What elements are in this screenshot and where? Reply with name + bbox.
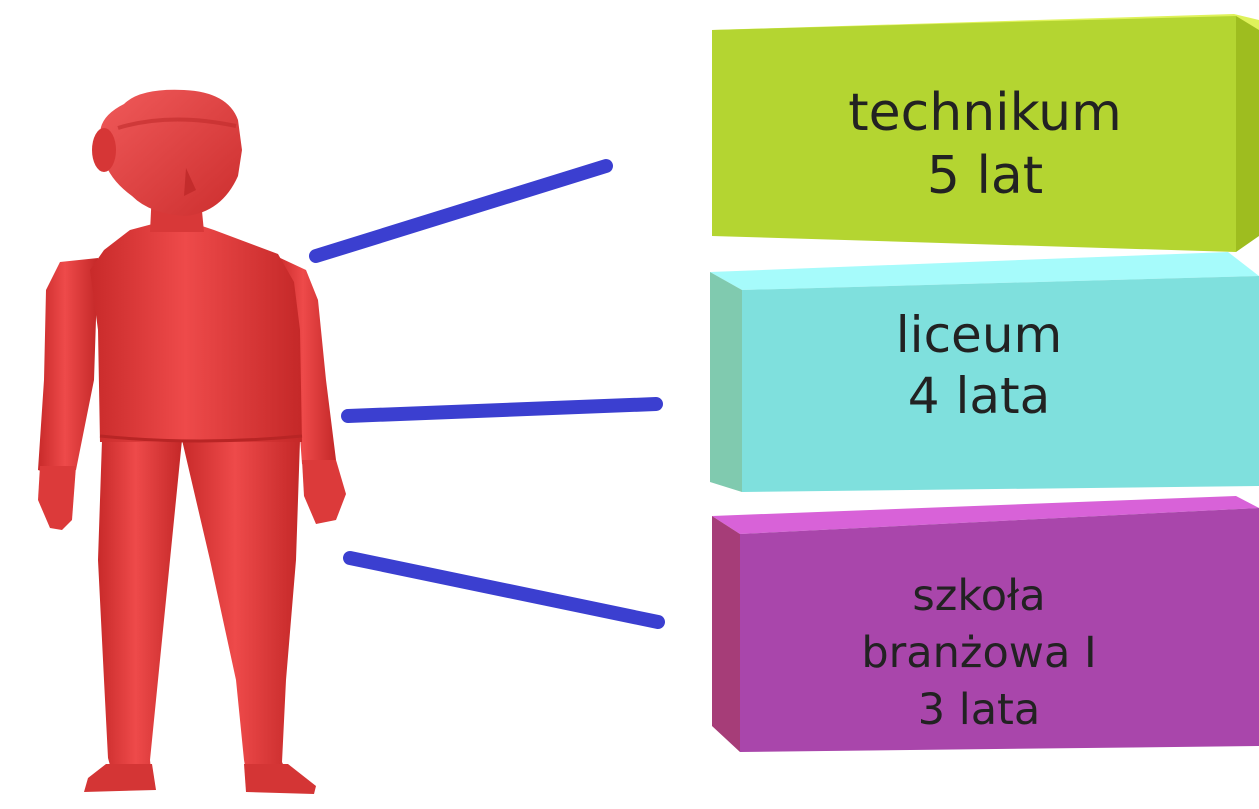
connectors [309, 159, 665, 629]
person-ear [92, 128, 116, 172]
box-liceum-left [710, 272, 742, 492]
box-szkola-front [740, 508, 1259, 752]
person-left-leg [98, 440, 182, 780]
box-szkola-left [712, 516, 740, 752]
box-technikum [712, 14, 1259, 252]
person-right-foot [244, 764, 316, 794]
person-head [100, 89, 242, 216]
person-nose [184, 168, 196, 196]
person-right-leg [182, 440, 300, 782]
person-figure [38, 89, 346, 794]
box-technikum-front [712, 16, 1236, 252]
box-liceum-front [742, 276, 1259, 492]
box-liceum-duration: 4 lata [907, 367, 1051, 425]
connector-line-3 [343, 551, 665, 629]
box-szkola-name-line1: szkoła [912, 571, 1046, 621]
person-left-hand [38, 466, 76, 530]
box-szkola-duration: 3 lata [917, 685, 1041, 736]
box-szkola-name-line2: branżowa I [861, 628, 1097, 679]
connector-line-1 [309, 159, 613, 263]
box-szkola-label: szkoła branżowa I 3 lata [708, 568, 1250, 740]
box-technikum-side [1236, 16, 1259, 252]
box-liceum-top [710, 252, 1259, 290]
person-torso [90, 222, 302, 442]
box-technikum-duration: 5 lat [926, 146, 1044, 207]
box-liceum [710, 252, 1259, 492]
person-right-hand [302, 460, 346, 524]
box-liceum-label: liceum 4 lata [708, 305, 1250, 427]
box-liceum-name: liceum [895, 306, 1063, 364]
connector-line-2 [341, 397, 663, 423]
box-szkola-branzowa [712, 496, 1259, 752]
person-left-arm [38, 258, 98, 476]
box-technikum-label: technikum 5 lat [712, 82, 1258, 209]
box-szkola-top [712, 496, 1259, 534]
person-left-foot [84, 764, 156, 792]
box-technikum-name: technikum [848, 83, 1122, 143]
